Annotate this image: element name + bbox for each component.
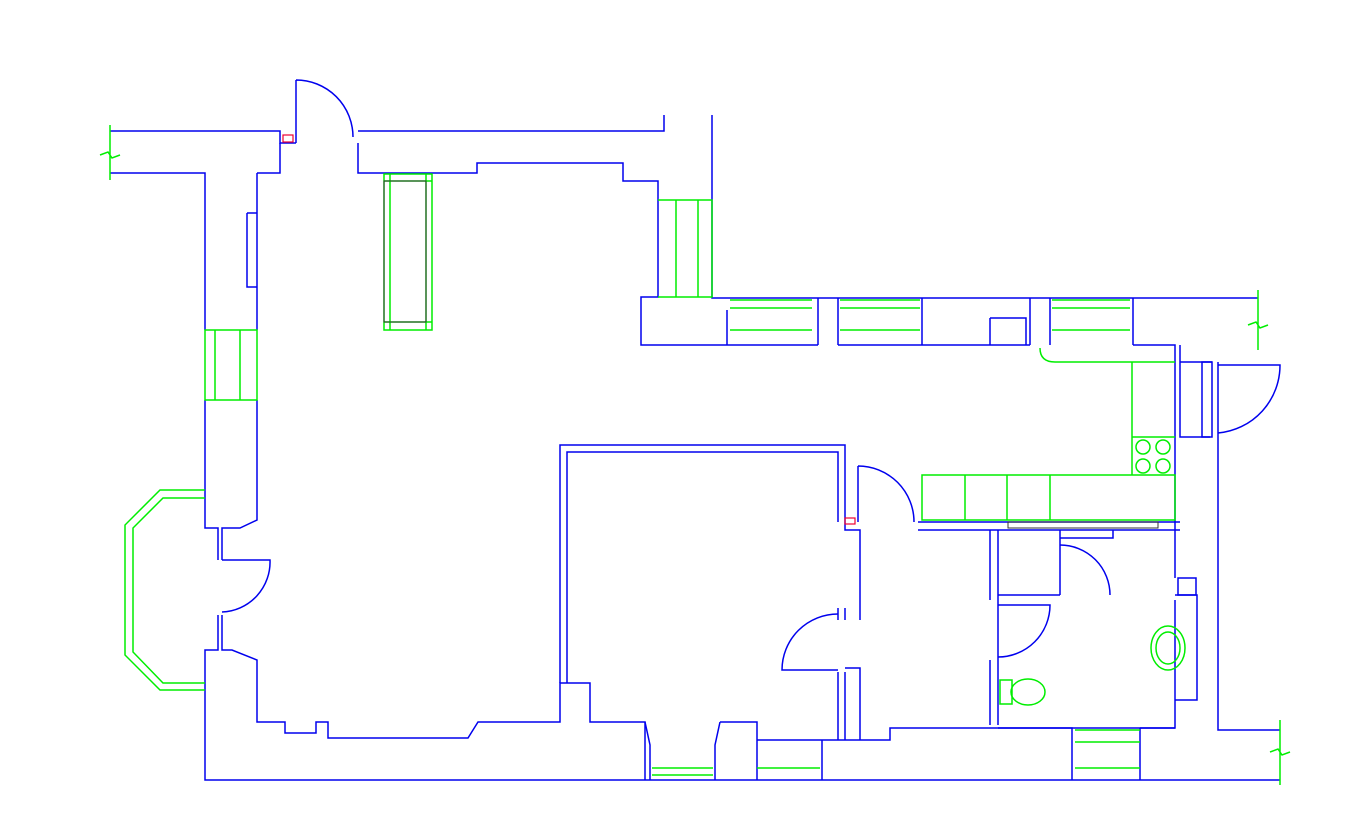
fireplace	[383, 173, 433, 331]
back-door	[1217, 364, 1281, 434]
top-window	[658, 199, 713, 298]
inner-room-walls	[559, 444, 1198, 740]
counter-run	[921, 474, 1176, 521]
hall-door	[857, 465, 915, 523]
kitchen-counter	[1039, 347, 1175, 475]
exterior-walls	[110, 115, 1280, 781]
toilet-bowl	[1010, 678, 1046, 706]
bay-window	[124, 489, 205, 691]
break-lines	[99, 125, 1291, 785]
windows-and-fixtures	[124, 173, 1213, 776]
left-window	[204, 329, 258, 401]
room-door	[781, 613, 839, 671]
toilet-tank	[999, 679, 1013, 705]
bath-door	[997, 604, 1051, 658]
side-door	[221, 559, 271, 613]
doors	[221, 79, 1281, 671]
sink	[1150, 625, 1186, 671]
front-windows	[730, 299, 1130, 331]
entry-door	[295, 79, 354, 143]
bottom-windows	[652, 729, 1140, 776]
closet-door	[1059, 544, 1111, 596]
